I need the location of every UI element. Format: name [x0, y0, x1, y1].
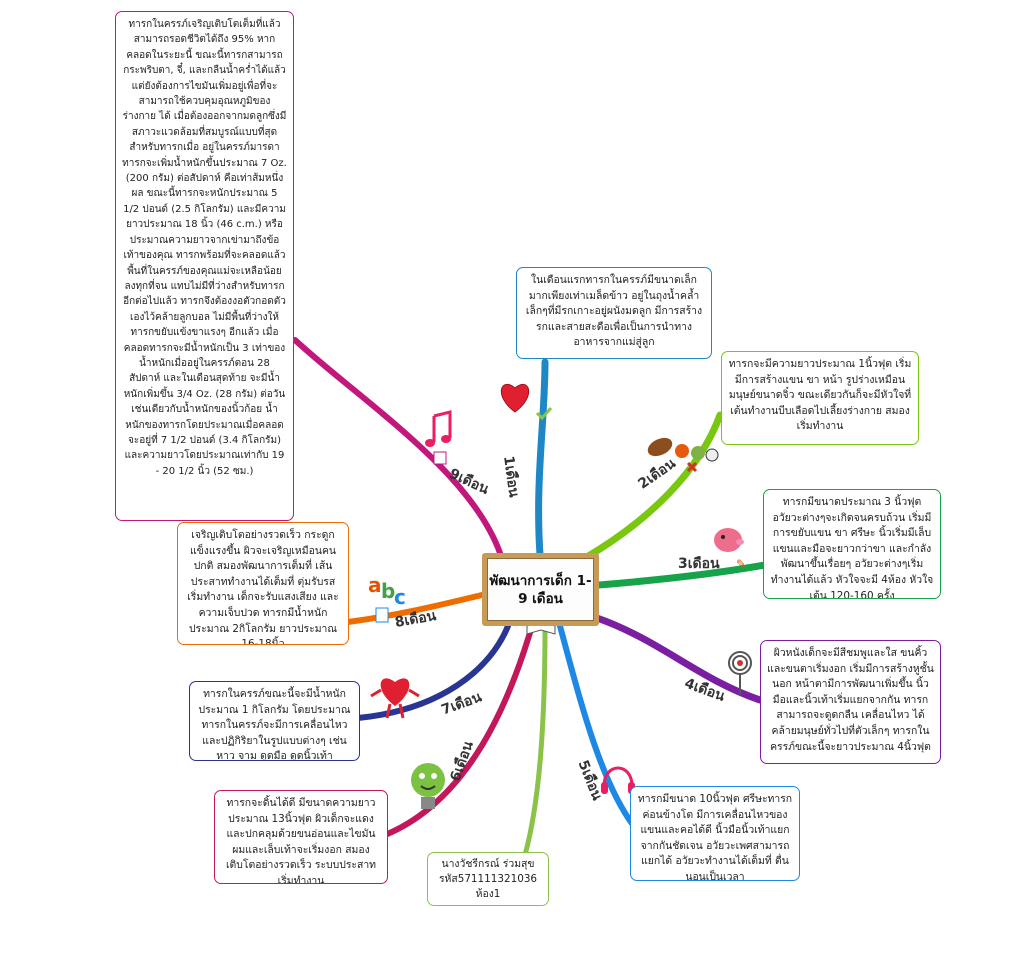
note-month-9[interactable]: ทารกในครรภ์เจริญเติบโตเต็มที่แล้วสามารถร…: [115, 11, 294, 521]
note-month-2[interactable]: ทารกจะมีความยาวประมาณ 1นิ้วฟุต เริ่มมีกา…: [721, 351, 919, 445]
note-month-7[interactable]: ทารกในครรภ์ขณะนี้จะมีน้ำหนักประมาณ 1 กิโ…: [189, 681, 360, 761]
svg-text:a: a: [368, 573, 382, 597]
music-note-icon: [425, 410, 452, 465]
svg-text:✎: ✎: [736, 557, 746, 571]
note-month-6[interactable]: ทารกจะดิ้นได้ดี มีขนาดความยาวประมาณ 13นิ…: [214, 790, 388, 884]
svg-text:b: b: [381, 579, 395, 603]
heart-icon: [500, 383, 553, 421]
heart-character-icon: [370, 678, 420, 719]
target-icon: [728, 651, 752, 695]
branch-m7-line: [355, 623, 511, 721]
note-month-1[interactable]: ในเดือนแรกทารกในครรภ์มีขนาดเล็กมากเพียงเ…: [516, 267, 712, 359]
author-box[interactable]: นางวัชรีกรณ์ ร่วมสุข รหัส571111321036 ห้…: [427, 852, 549, 906]
branch-m1-line: [535, 358, 549, 559]
author-name: นางวัชรีกรณ์ ร่วมสุข: [441, 858, 535, 870]
author-room: ห้อง1: [475, 888, 501, 900]
branch-label-m3[interactable]: 3เดือน: [678, 556, 720, 572]
author-student-id: รหัส571111321036: [438, 873, 538, 885]
sports-balls-icon: [647, 437, 719, 473]
branch-m3-line: [595, 561, 769, 589]
central-node[interactable]: พัฒนาการเด็ก 1-9 เดือน: [482, 553, 599, 626]
branch-m2-line: [581, 411, 724, 562]
branch-m8-line: [345, 592, 485, 625]
piggy-bank-icon: ✎: [714, 528, 746, 571]
branch-m6-line: [382, 623, 535, 838]
note-month-4[interactable]: ผิวหนังเด็กจะมีสีชมพูและใส ขนคิ้วและขนตา…: [760, 640, 941, 764]
note-month-5[interactable]: ทารกมีขนาด 10นิ้วฟุต ศรีษะทารกค่อนข้างโต…: [630, 786, 800, 881]
branch-m5-line: [557, 623, 636, 828]
branch-m9-line: [292, 337, 503, 556]
abc-blocks-icon: a b c: [368, 573, 406, 623]
headphones-icon: [601, 766, 635, 794]
note-month-3[interactable]: ทารกมีขนาดประมาณ 3 นิ้วฟุต อวัยวะต่างๆจะ…: [763, 489, 941, 599]
light-bulb-icon: [411, 763, 445, 809]
branch-author-line: [522, 623, 548, 858]
note-month-8[interactable]: เจริญเติบโตอย่างรวดเร็ว กระดูกแข็งแรงขึ้…: [177, 522, 349, 645]
central-node-title: พัฒนาการเด็ก 1-9 เดือน: [487, 558, 594, 621]
svg-text:c: c: [394, 585, 406, 609]
